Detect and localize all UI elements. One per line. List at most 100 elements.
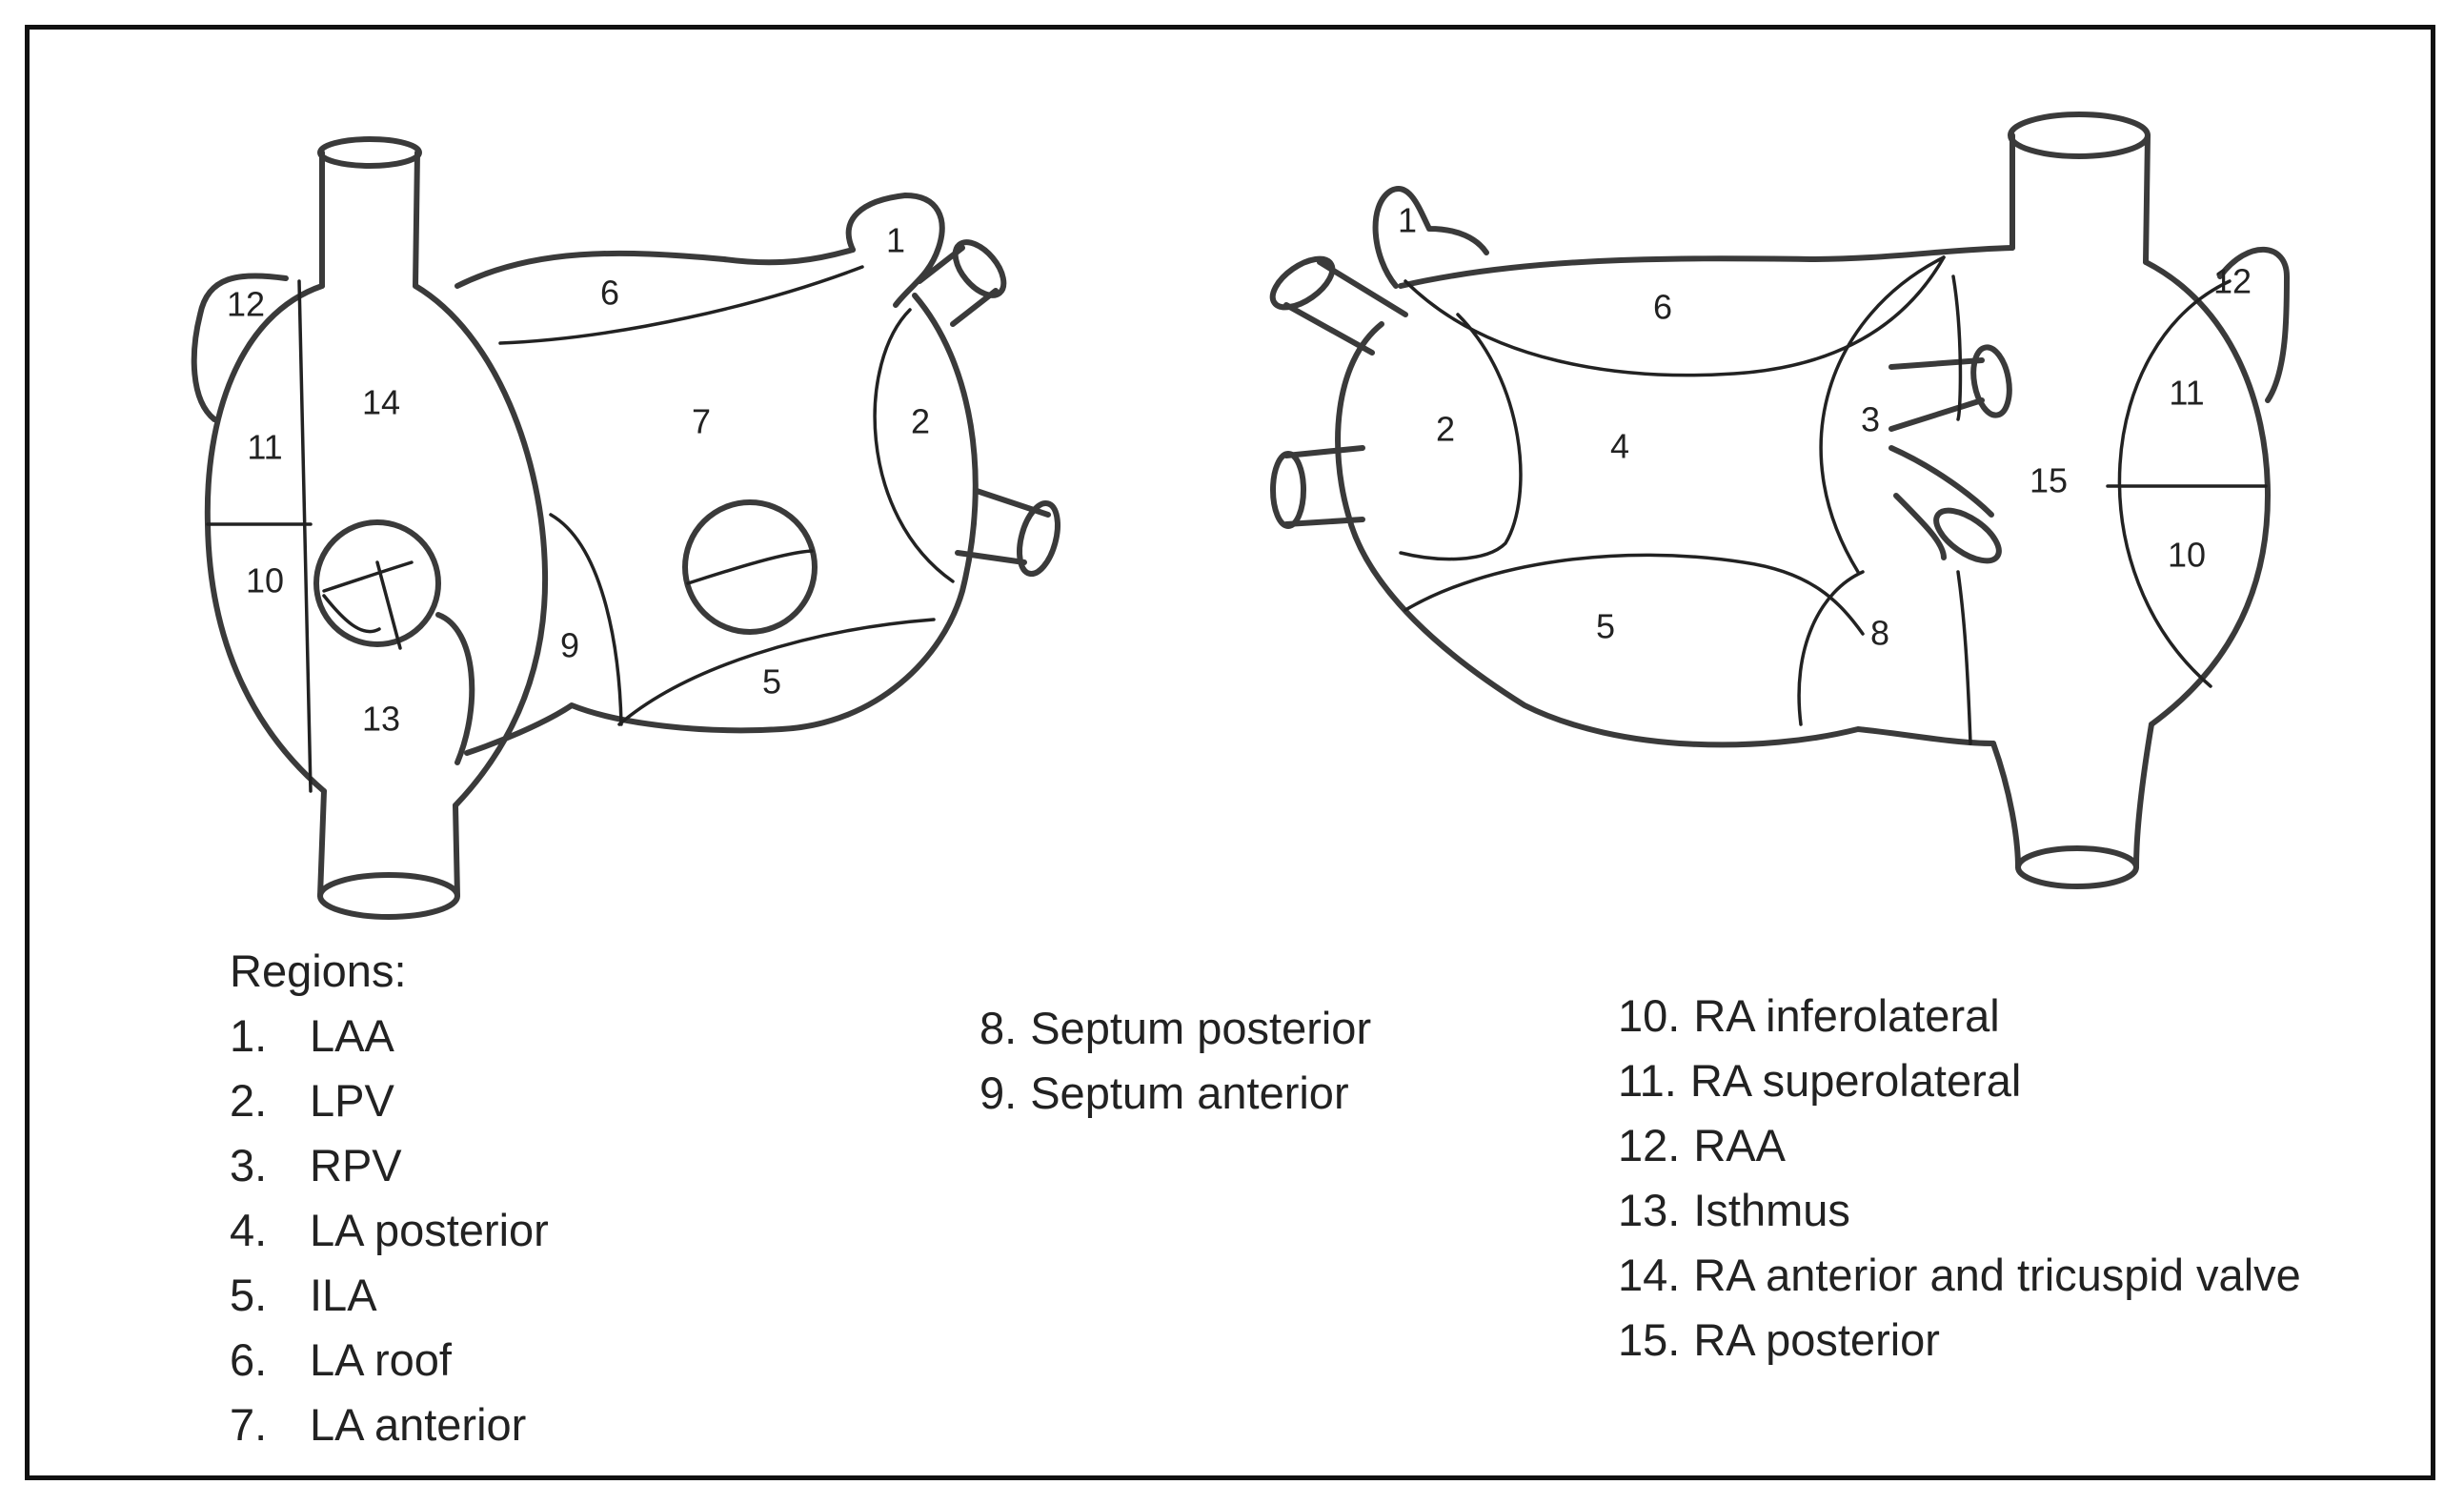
right-rpv-line [1819, 255, 1946, 574]
right-heart-view [1269, 112, 2290, 889]
left-region-label-13: 13 [362, 700, 400, 739]
legend-item-label: RPV [310, 1140, 402, 1190]
legend-item: 15.RA posterior [1618, 1308, 2301, 1373]
right-ivc-opening [2015, 845, 2139, 889]
legend-item: 14.RA anterior and tricuspid valve [1618, 1243, 2301, 1308]
right-ra-arc [2117, 279, 2232, 688]
right-septum-line [1797, 570, 1865, 726]
legend-item-number: 4. [230, 1205, 268, 1255]
right-region-label-2: 2 [1436, 410, 1455, 449]
right-region-label-15: 15 [2030, 461, 2068, 500]
legend-item-label: Isthmus [1693, 1185, 1850, 1235]
legend-item-label: LA anterior [310, 1399, 527, 1450]
legend-item: 7. LA anterior [230, 1393, 549, 1457]
left-lpv-line [873, 308, 955, 583]
legend-item-number: 2. [230, 1075, 268, 1126]
left-valve-leaflets [322, 560, 414, 650]
right-lpv-lower [1283, 445, 1365, 527]
left-region-label-9: 9 [560, 626, 579, 665]
legend-item-label: ILA [310, 1270, 377, 1320]
legend-item-number: 3. [230, 1140, 268, 1190]
legend-item-number: 15. [1618, 1314, 1681, 1365]
left-mitral-valve [682, 499, 818, 635]
left-roof-line [498, 265, 864, 345]
legend-item: 11.RA superolateral [1618, 1048, 2301, 1113]
left-pv-lower-opening [1017, 500, 1060, 577]
right-lpv-line [1399, 313, 1523, 561]
right-ra-body [2143, 259, 2271, 727]
right-ila-line [1404, 553, 1865, 636]
left-raa [191, 273, 289, 422]
left-septum-line [549, 513, 623, 726]
legend-item-label: LAA [310, 1010, 394, 1061]
legend-item-number: 1. [230, 1010, 268, 1061]
left-pv-upper-opening [952, 239, 1007, 298]
legend-item-number: 12. [1618, 1120, 1681, 1170]
left-svc-opening [317, 136, 422, 169]
right-region-label-6: 6 [1653, 288, 1672, 327]
left-la-body [454, 247, 979, 756]
legend-column-2: 8.Septum posterior 9.Septum anterior [980, 996, 1371, 1126]
right-svc [2010, 132, 2151, 265]
left-tricuspid-valve [313, 519, 441, 647]
left-region-label-6: 6 [600, 274, 619, 313]
right-region-label-3: 3 [1861, 400, 1880, 439]
legend-item-label: RAA [1693, 1120, 1786, 1170]
figure-frame [25, 25, 2435, 1480]
right-ivc [1990, 722, 2154, 870]
legend-item-number: 5. [230, 1270, 268, 1320]
left-mitral-leaflet [686, 549, 814, 585]
legend-item: 8.Septum posterior [980, 996, 1371, 1061]
legend-item-number: 11. [1618, 1055, 1677, 1106]
legend-item: 1. LAA [230, 1004, 549, 1068]
right-rpv-upper [1888, 357, 1985, 432]
legend-item: 5. ILA [230, 1263, 549, 1328]
right-region-label-1: 1 [1398, 201, 1417, 240]
legend-item: 4. LA posterior [230, 1198, 549, 1263]
right-lpv-lower-opening [1270, 451, 1306, 529]
right-rpv-lower [1888, 445, 1994, 560]
right-region-label-4: 4 [1610, 427, 1629, 466]
left-ila-line [617, 618, 936, 726]
legend-item-number: 10. [1618, 990, 1681, 1041]
right-region-label-11: 11 [2169, 374, 2204, 413]
left-heart-view [191, 136, 1060, 920]
legend-item-number: 8. [980, 1003, 1018, 1053]
left-region-label-10: 10 [246, 561, 284, 600]
legend-item: 3. RPV [230, 1133, 549, 1198]
left-region-label-14: 14 [362, 383, 400, 422]
right-raa [2217, 246, 2290, 403]
legend-item-label: LA posterior [310, 1205, 549, 1255]
left-region-label-12: 12 [227, 285, 265, 324]
legend-item-number: 9. [980, 1068, 1018, 1118]
legend-item: 10.RA inferolateral [1618, 984, 2301, 1048]
right-svc-opening [2008, 112, 2151, 159]
left-region-label-5: 5 [762, 662, 781, 702]
right-rpv-upper-opening [1970, 344, 2012, 418]
left-svc [319, 150, 420, 289]
legend-item: 2.LPV [230, 1068, 549, 1133]
legend-item-label: RA anterior and tricuspid valve [1693, 1250, 2301, 1300]
right-region-label-12: 12 [2213, 262, 2252, 301]
legend-item: 13.Isthmus [1618, 1178, 2301, 1243]
left-region-label-11: 11 [247, 428, 282, 467]
legend-item-number: 7. [230, 1399, 268, 1450]
legend-item-label: RA superolateral [1689, 1055, 2022, 1106]
legend-item-number: 14. [1618, 1250, 1681, 1300]
legend-title: Regions: [230, 946, 407, 996]
legend-list-2: 8.Septum posterior 9.Septum anterior [980, 996, 1371, 1126]
right-region-label-8: 8 [1870, 614, 1889, 653]
legend-item-number: 6. [230, 1334, 268, 1385]
right-la-body [1335, 245, 2015, 748]
right-roof-line [1404, 255, 1946, 377]
left-ivc-opening [317, 872, 460, 920]
right-lpv-upper-opening [1269, 255, 1336, 311]
right-ra-la-line [1951, 275, 1972, 745]
legend-item-label: Septum anterior [1030, 1068, 1349, 1118]
